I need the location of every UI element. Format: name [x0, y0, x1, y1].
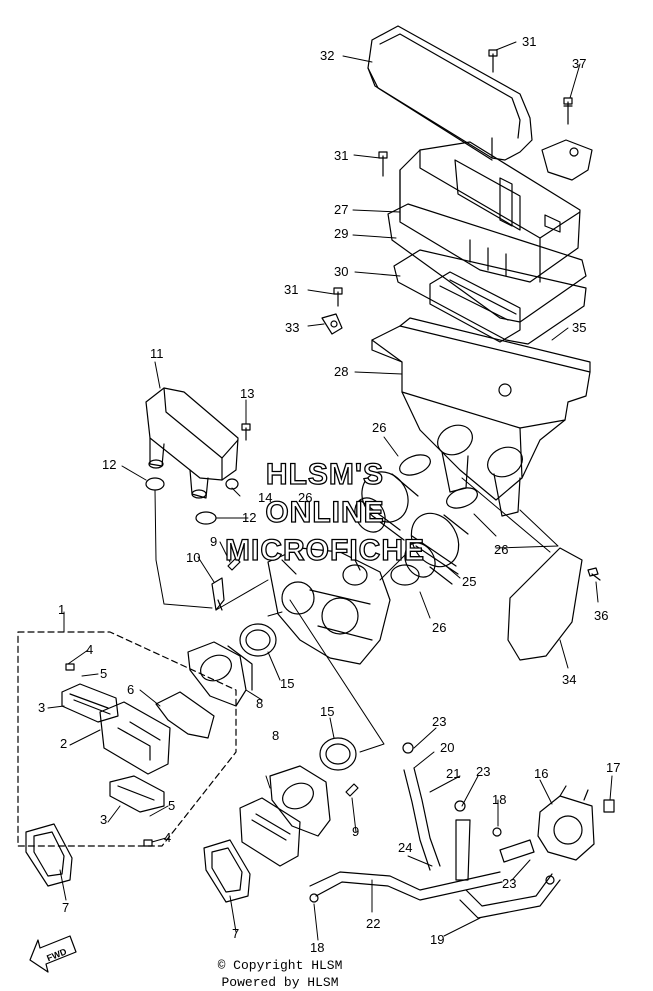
callout-15: 15 [280, 676, 294, 691]
callout-8-2: 8 [272, 728, 279, 743]
callout-30: 30 [334, 264, 348, 279]
callout-18-2: 18 [310, 940, 324, 955]
callout-37: 37 [572, 56, 586, 71]
callout-1: 1 [58, 602, 65, 617]
callout-31-3: 31 [284, 282, 298, 297]
callout-7-2: 7 [232, 926, 239, 941]
carburetor-body [267, 547, 391, 665]
callout-4-2: 4 [164, 830, 171, 845]
callout-12-2: 12 [242, 510, 256, 525]
callout-26-2: 26 [298, 490, 312, 505]
callout-10: 10 [186, 550, 200, 565]
callout-23-2: 23 [476, 764, 490, 779]
callout-19: 19 [430, 932, 444, 947]
callout-32: 32 [320, 48, 334, 63]
part-34-plate [507, 547, 583, 661]
callout-31-2: 31 [334, 148, 348, 163]
callout-11: 11 [150, 346, 164, 361]
callout-33: 33 [285, 320, 299, 335]
callout-8: 8 [256, 696, 263, 711]
part-1-reed-valve-assembly [17, 631, 237, 847]
footer-copyright: © Copyright HLSM [217, 958, 343, 973]
callout-21: 21 [446, 766, 460, 781]
part-24-fuel-hose [309, 871, 503, 901]
part-14-grommet [225, 478, 239, 490]
callout-14: 14 [258, 490, 272, 505]
part-3-reed-valve [61, 683, 165, 813]
callout-35: 35 [572, 320, 586, 335]
part-7-gasket-left [25, 823, 73, 887]
callout-9-2: 9 [352, 824, 359, 839]
callout-28: 28 [334, 364, 348, 379]
callout-26: 26 [372, 420, 386, 435]
callout-18: 18 [492, 792, 506, 807]
callout-15-2: 15 [320, 704, 334, 719]
callout-20: 20 [440, 740, 454, 755]
callout-3: 3 [38, 700, 45, 715]
part-32-airbox-cover [367, 25, 533, 161]
watermark-line-1: HLSM'S [266, 458, 384, 491]
part-8-reed-manifold-right [269, 765, 331, 837]
callout-31: 31 [522, 34, 536, 49]
leader-lines [47, 41, 613, 941]
callout-2: 2 [60, 736, 67, 751]
hose-fittings [309, 742, 615, 903]
callout-29: 29 [334, 226, 348, 241]
part-2-reed-block [99, 701, 171, 775]
callout-23-3: 23 [502, 876, 516, 891]
callout-26-4: 26 [432, 620, 446, 635]
part-6-cover [155, 691, 215, 739]
footer-powered: Powered by HLSM [221, 975, 339, 990]
part-25-intake-boot [404, 512, 469, 585]
callout-5-2: 5 [168, 798, 175, 813]
callout-4: 4 [86, 642, 93, 657]
callout-13: 13 [240, 386, 254, 401]
part-33-clip [321, 313, 343, 335]
callout-7: 7 [62, 900, 69, 915]
part-21-fuel-hose [403, 767, 441, 871]
watermark-line-3: MICROFICHE [225, 534, 425, 567]
bolts [65, 49, 601, 847]
callout-17: 17 [606, 760, 620, 775]
callout-6: 6 [127, 682, 134, 697]
part-26-intake-boot [354, 471, 419, 541]
element-block [429, 271, 521, 343]
callout-12: 12 [102, 457, 116, 472]
part-7-gasket-right [203, 839, 251, 903]
part-11-intake-silencer [145, 387, 239, 499]
reed-spacer-right [239, 797, 301, 867]
part-16-fuel-pump [537, 785, 595, 861]
callout-9: 9 [210, 534, 217, 549]
watermark: HLSM'S ONLINE MICROFICHE [224, 457, 425, 567]
part-19-fuel-hose [459, 873, 561, 919]
callout-34: 34 [562, 672, 576, 687]
callout-36: 36 [594, 608, 608, 623]
callout-3-2: 3 [100, 812, 107, 827]
callout-26-3: 26 [494, 542, 508, 557]
part-28-airbox-lower [371, 317, 591, 517]
part-12-grommet [145, 477, 217, 525]
part-8-reed-manifold-left [187, 641, 253, 707]
callout-22: 22 [366, 916, 380, 931]
part-30-gasket [393, 249, 587, 345]
fwd-arrow-icon [29, 935, 77, 973]
callout-24: 24 [398, 840, 412, 855]
part-27-airbox-upper [399, 139, 593, 283]
part-29-gasket [387, 203, 587, 323]
callout-5: 5 [100, 666, 107, 681]
callout-16: 16 [534, 766, 548, 781]
callout-23: 23 [432, 714, 446, 729]
callout-25: 25 [462, 574, 476, 589]
part-9-bolt [227, 557, 359, 797]
callout-27: 27 [334, 202, 348, 217]
watermark-line-2: ONLINE [265, 496, 384, 529]
part-15-clamp [239, 623, 357, 771]
part-10-bracket [211, 577, 225, 611]
boot-clamps [342, 454, 478, 586]
